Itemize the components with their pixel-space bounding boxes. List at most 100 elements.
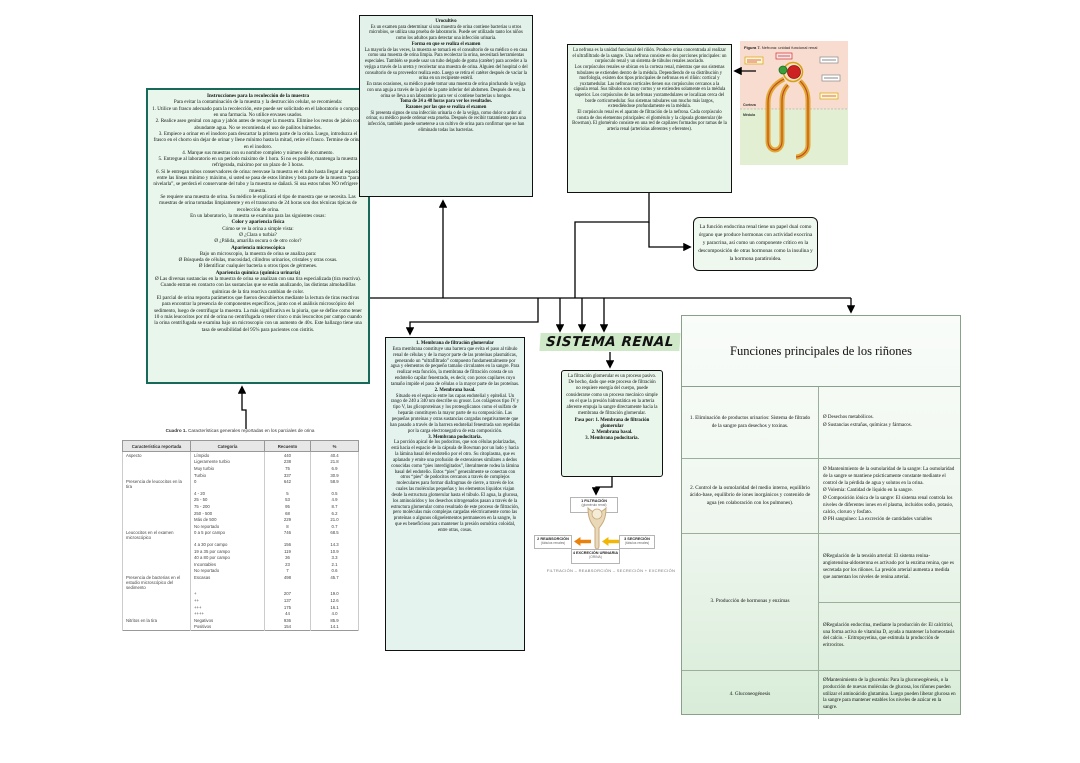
function-1-detail-line: Ø Desechos metabólicos. <box>823 414 874 420</box>
cell-caracteristica <box>122 522 191 530</box>
cell-porcentaje: 6.2 <box>310 509 359 517</box>
nephron-figure-svg: Figura 7. Nefrona: unidad funcional rena… <box>740 41 848 165</box>
table-row: Aspecto Límpido 440 40.4 <box>122 451 359 459</box>
table-row: Nitritos en la tira Negativos 936 85.9 <box>122 617 359 624</box>
arrow-to-membranas <box>405 298 539 336</box>
function-row-4: 4. Gluconeogénesis ØMantenimiento de la … <box>682 671 960 719</box>
cell-recuento: 175 <box>264 603 311 611</box>
table-row: + 207 19.0 <box>122 590 359 598</box>
cell-categoria: Turbio <box>190 471 265 479</box>
membrana-h1: 1. Membrana de filtración glomerular <box>416 341 494 346</box>
cell-porcentaje: 30.9 <box>310 471 359 479</box>
cell-caracteristica <box>122 516 191 523</box>
micro-line: Ø Identificar cualquier bacteria u otros… <box>198 263 318 270</box>
cell-caracteristica <box>122 554 191 561</box>
instrucciones-p-examina: En un laboratorio, la muestra se examina… <box>190 212 326 219</box>
table-row: Presencia de bacterias en el estudio mic… <box>122 574 359 591</box>
micro-line: Bajo un microscopio, la muestra de orina… <box>199 250 317 257</box>
cell-categoria: Ligeramente turbio <box>190 458 265 466</box>
right-flow-arrow-icon <box>602 537 619 546</box>
cell-recuento: 119 <box>264 547 311 555</box>
cell-porcentaje: 8.7 <box>310 503 359 510</box>
instruccion-step: 1. Utilice un frasco adecuado para la re… <box>152 105 364 118</box>
endocrina-text: La función endocrina renal tiene un pape… <box>698 224 813 262</box>
cell-porcentaje: 85.9 <box>310 617 359 624</box>
cell-caracteristica <box>122 610 191 618</box>
cell-caracteristica <box>122 590 191 598</box>
function-row-2: 2. Control de la osmolaridad del medio i… <box>682 459 960 534</box>
filtracion-p1: La filtración glomerular es un proceso p… <box>566 374 658 417</box>
cell-porcentaje: 58.9 <box>310 478 359 490</box>
arrow-to-endocrina <box>648 222 692 252</box>
cell-categoria: 0 a 5 por campo <box>190 529 265 542</box>
table-row: 4 a 30 por campo 156 14.3 <box>122 541 359 548</box>
cell-porcentaje: 19.0 <box>310 590 359 598</box>
heading-color-apariencia: Color y apariencia física <box>231 219 285 226</box>
urocultivo-heading-razones: Razones por las que se realiza el examen <box>405 105 487 111</box>
cell-recuento: 75 <box>264 465 311 472</box>
cell-caracteristica <box>122 597 191 604</box>
filtracion-node-sub: (glomérulo renal) <box>581 503 607 507</box>
nefrona-p1: La nefrona es la unidad funcional del ri… <box>572 48 727 65</box>
table-row: Incontables 23 2.1 <box>122 560 359 568</box>
table-row: Presencia de leucocitos en la tira 0 642… <box>122 478 359 490</box>
reabsorcion-node: 2 REABSORCIÓN (túbulos renales) <box>534 535 572 549</box>
urocultivo-p2: La mayoría de las veces, la muestra se t… <box>364 47 528 82</box>
afferent-arteriole-knob <box>778 65 788 75</box>
urinalysis-header-row: Característica reportada Categoría Recue… <box>122 440 359 452</box>
cell-categoria: 19 a 35 por campo <box>190 547 265 555</box>
cell-caracteristica <box>122 489 191 497</box>
heading-apariencia-microscopica: Apariencia microscópica <box>231 244 285 251</box>
membrana-p1: Esta membrana constituye una barrera que… <box>390 346 520 387</box>
left-flow-arrow-icon <box>574 537 591 546</box>
cell-porcentaje: 21.8 <box>310 458 359 466</box>
cell-caracteristica <box>122 623 191 631</box>
excrecion-node-sub: (ORINA) <box>589 555 602 559</box>
arrow-table-to-instrucciones <box>237 385 247 429</box>
cell-categoria: Muy turbio <box>190 465 265 472</box>
function-3-label: 3. Producción de hormonas y enzimas <box>682 534 819 670</box>
cell-recuento: 8 <box>264 522 311 530</box>
cell-categoria: 4 - 20 <box>190 489 265 497</box>
cell-porcentaje: 0.5 <box>310 489 359 497</box>
fisica-line: Ø ¿Pálida, amarilla oscura o de otro col… <box>214 238 302 245</box>
cell-recuento: 137 <box>264 597 311 604</box>
table-row: No reportado 8 0.7 <box>122 522 359 530</box>
function-row-3: 3. Producción de hormonas y enzimas ØReg… <box>682 534 960 671</box>
cell-categoria: 40 a 80 por campo <box>190 554 265 561</box>
micro-line: Ø Búsqueda de células, mucosidad, cilind… <box>178 257 338 264</box>
membrana-p3: La porción apical de los podocitos, que … <box>390 440 519 533</box>
instrucciones-intro: Para evitar la contaminación de la muest… <box>173 99 343 106</box>
table-row: Muy turbio 75 6.9 <box>122 465 359 472</box>
cell-porcentaje: 21.0 <box>310 516 359 523</box>
cell-categoria: Escasas <box>190 574 265 591</box>
instrucciones-title: Instrucciones para la recolección de la … <box>206 93 310 99</box>
instrucciones-steps: 1. Utilice un frasco adecuado para la re… <box>152 106 364 194</box>
instruccion-step: 3. Empiece a orinar en el inodoro para d… <box>153 130 363 150</box>
cell-porcentaje: 10.9 <box>310 547 359 555</box>
urocultivo-title: Urocultivo <box>435 19 457 24</box>
function-2-detail-line: Ø Volemia: Cantidad de líquido en la san… <box>823 488 913 494</box>
urocultivo-p1: Es un examen para determinar si una mues… <box>369 24 523 42</box>
cell-categoria: ++ <box>190 597 265 604</box>
cuadro-caption-bold: Cuadro 1. <box>165 428 187 433</box>
table-row: 250 - 500 68 6.2 <box>122 509 359 517</box>
cell-recuento: 498 <box>264 574 311 591</box>
nefrona-p2: Los corpúsculos renales se ubican en la … <box>573 64 726 110</box>
function-3-detail: ØRegulación de la tensión arterial: El s… <box>819 534 960 670</box>
cell-porcentaje: 4.9 <box>310 496 359 504</box>
secrecion-node: 3 SECRECIÓN (túbulos renales) <box>619 535 655 549</box>
excrecion-node-label: 4 EXCRECIÓN URINARIA <box>572 551 619 555</box>
function-2-detail-line: Ø PH sanguíneo: La excreción de cantidad… <box>823 517 932 523</box>
cell-porcentaje: 14.3 <box>310 541 359 548</box>
fisica-lines: Cómo se ve la orina a simple vista:Ø ¿Cl… <box>152 226 364 245</box>
instruccion-step: 6. Si le entregan tubos conservadores de… <box>153 168 363 194</box>
henle-loop-inner <box>767 78 789 151</box>
cell-categoria: + <box>190 590 265 598</box>
cell-porcentaje: 16.1 <box>310 603 359 611</box>
heading-apariencia-quimica: Apariencia química (química urinaria) <box>215 269 301 276</box>
table-row: Leucocitos en el examen microscópico 0 a… <box>122 529 359 542</box>
cell-caracteristica <box>122 567 191 575</box>
function-2-detail: Ø Mantenimiento de la osmolaridad de la … <box>819 459 960 533</box>
